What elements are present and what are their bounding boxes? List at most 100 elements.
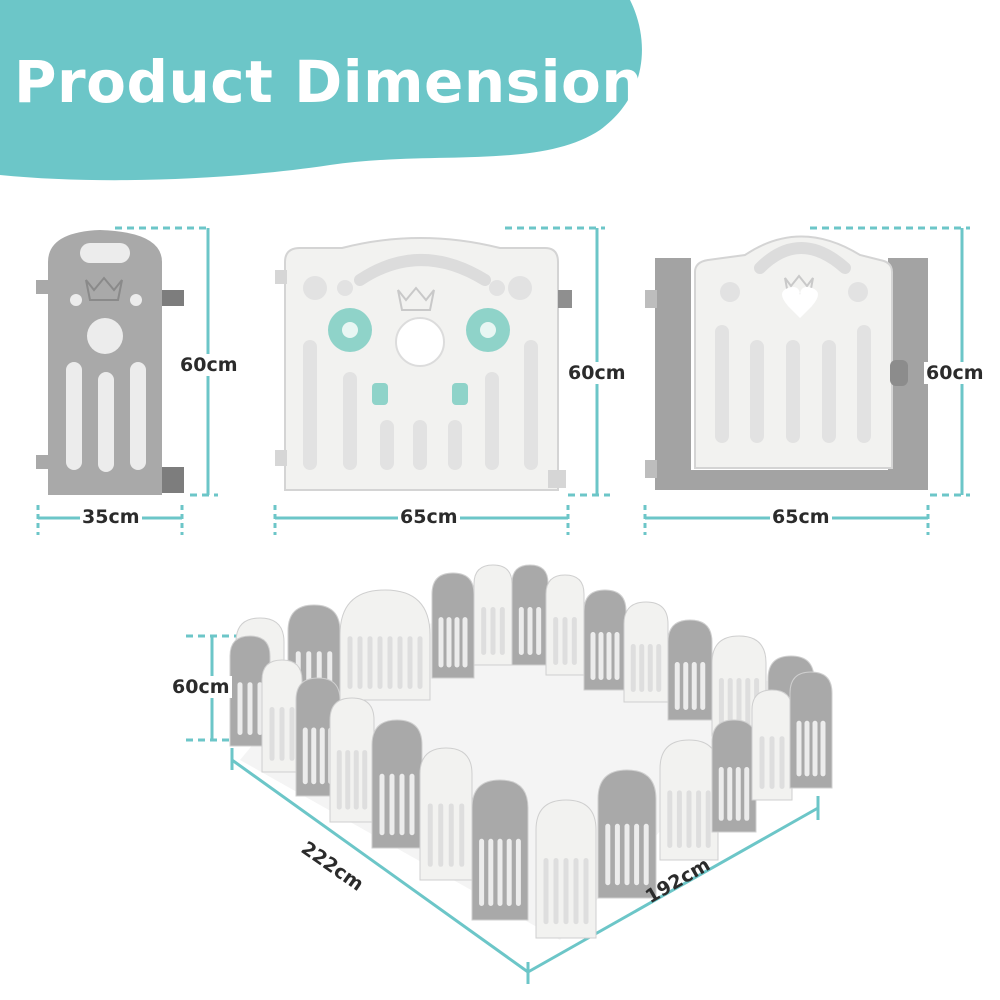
play-panel-width-label: 65cm [398, 506, 460, 528]
panel-slot [563, 857, 569, 925]
panel-slot [397, 636, 403, 689]
panel-slot [269, 707, 275, 761]
playpen-back-panel [623, 601, 669, 703]
panel-slot [647, 644, 653, 692]
panel-slot [705, 790, 711, 848]
panel-slot [247, 682, 253, 735]
panel-slot [624, 823, 630, 886]
playpen [229, 564, 833, 940]
dimension-lines [36, 226, 970, 984]
panel-slot [696, 790, 702, 848]
panel-slot [769, 736, 775, 789]
panel-slot [488, 838, 494, 906]
panel-slot [590, 632, 596, 680]
panel-slot [543, 857, 549, 925]
narrow-panel-width-label: 35cm [80, 506, 142, 528]
panel-slot [357, 636, 363, 689]
panel-slot [399, 773, 405, 836]
panel-slot [820, 720, 826, 777]
panel-slot [700, 662, 706, 710]
panel-slot [573, 857, 579, 925]
panel-slot [387, 636, 393, 689]
panel-slot [614, 632, 620, 680]
panel-slot [454, 617, 460, 668]
panel-slot [779, 736, 785, 789]
panel-slot [643, 823, 649, 886]
panel-slot [311, 727, 317, 785]
panel-slot [362, 750, 368, 810]
panel-slot [462, 617, 468, 668]
panel-slot [438, 617, 444, 668]
panel-slot [735, 767, 741, 821]
panel-slot [683, 662, 689, 710]
panel-slot [553, 617, 559, 665]
panel-slot [446, 617, 452, 668]
panel-slot [257, 682, 263, 735]
playpen-back-panel [339, 589, 431, 701]
panel-slot [518, 607, 524, 655]
panel-slot [417, 636, 423, 689]
panel-slot [409, 773, 415, 836]
playpen-back-panel [667, 619, 713, 721]
panel-slot [744, 767, 750, 821]
panel-slot [527, 607, 533, 655]
panel-slot [377, 636, 383, 689]
panel-slot [691, 662, 697, 710]
panel-slot [718, 678, 724, 726]
panel-slot [583, 857, 589, 925]
panel-slot [718, 767, 724, 821]
panel-slot [459, 803, 465, 867]
panel-slot [536, 607, 542, 655]
panel-slot [727, 767, 733, 821]
gate-panel-height-label: 60cm [924, 362, 986, 384]
panel-slot [353, 750, 359, 810]
panel-slot [497, 838, 503, 906]
narrow-panel [36, 230, 184, 495]
panel-slot [639, 644, 645, 692]
gate-panel [645, 235, 928, 490]
panel-slot [499, 607, 505, 655]
header-banner [0, 0, 642, 181]
playpen-front-panel [329, 697, 375, 823]
panel-slot [490, 607, 496, 655]
panel-slot [667, 790, 673, 848]
panel-slot [634, 823, 640, 886]
panel-slot [759, 736, 765, 789]
panel-slot [562, 617, 568, 665]
panel-slot [736, 678, 742, 726]
panel-slot [745, 678, 751, 726]
panel-slot [481, 607, 487, 655]
panel-slot [676, 790, 682, 848]
panel-slot [674, 662, 680, 710]
panel-slot [448, 803, 454, 867]
playpen-back-panel [583, 589, 627, 691]
gate-panel-width-label: 65cm [770, 506, 832, 528]
playpen-front-panel [711, 719, 757, 833]
narrow-panel-height-label: 60cm [178, 354, 240, 376]
panel-slot [515, 838, 521, 906]
play-panel-height-label: 60cm [566, 362, 628, 384]
panel-slot [553, 857, 559, 925]
panel-slot [605, 823, 611, 886]
panel-slot [345, 750, 351, 810]
panel-slot [379, 773, 385, 836]
playpen-height-label: 60cm [170, 676, 232, 698]
panel-slot [686, 790, 692, 848]
panel-slot [727, 678, 733, 726]
play-panel [275, 237, 572, 491]
panel-slot [367, 636, 373, 689]
panel-slot [479, 838, 485, 906]
playpen-front-panel [419, 747, 473, 881]
panel-slot [656, 644, 662, 692]
panel-slot [804, 720, 810, 777]
panel-slot [347, 636, 353, 689]
panel-slot [279, 707, 285, 761]
panel-slot [407, 636, 413, 689]
panel-slot [438, 803, 444, 867]
panel-slot [571, 617, 577, 665]
playpen-back-panel [431, 572, 475, 679]
panel-slot [389, 773, 395, 836]
panel-slot [598, 632, 604, 680]
